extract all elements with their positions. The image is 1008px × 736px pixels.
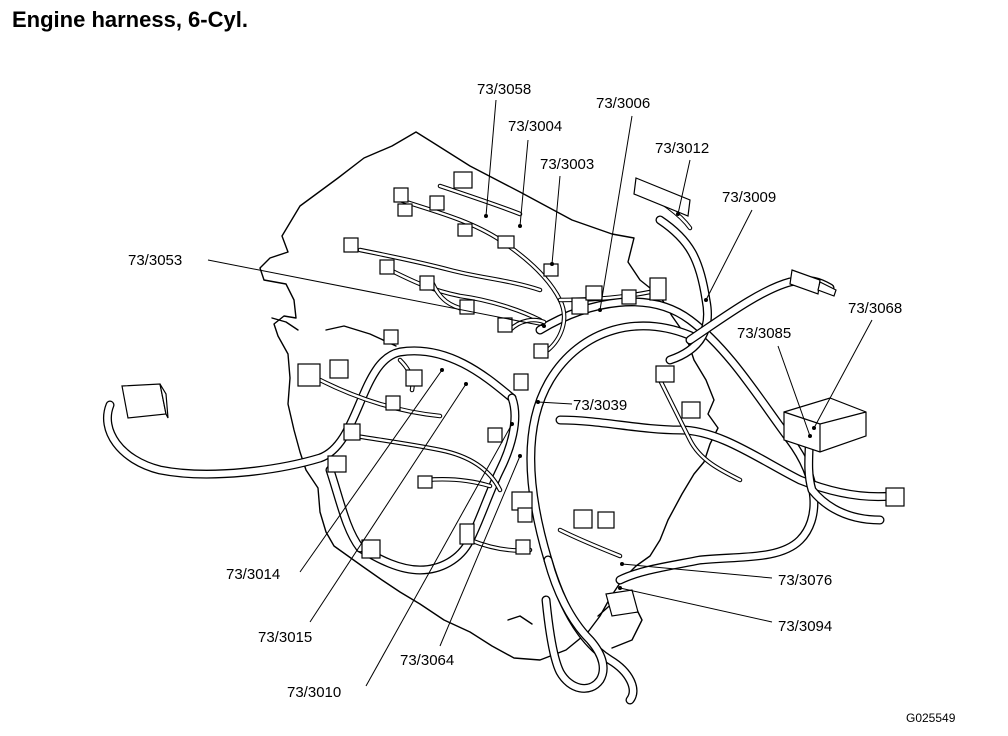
callout-73-3009: 73/3009 <box>722 189 776 206</box>
callout-73-3012: 73/3012 <box>655 140 709 157</box>
callout-73-3015: 73/3015 <box>258 629 312 646</box>
harness-trunks <box>102 215 897 705</box>
callout-73-3068: 73/3068 <box>848 300 902 317</box>
page-title: Engine harness, 6-Cyl. <box>12 7 248 32</box>
callout-73-3094: 73/3094 <box>778 618 832 635</box>
leader-lines <box>207 99 873 687</box>
engine-block-outline <box>259 131 719 661</box>
callout-73-3010: 73/3010 <box>287 684 341 701</box>
connectors <box>121 171 905 617</box>
callout-73-3039: 73/3039 <box>573 397 627 414</box>
callout-73-3003: 73/3003 <box>540 156 594 173</box>
figure-id: G025549 <box>906 711 956 725</box>
callout-73-3064: 73/3064 <box>400 652 454 669</box>
callout-73-3004: 73/3004 <box>508 118 562 135</box>
callout-73-3053: 73/3053 <box>128 252 182 269</box>
callout-73-3076: 73/3076 <box>778 572 832 589</box>
callout-73-3058: 73/3058 <box>477 81 531 98</box>
callout-labels: 73/3058 73/3006 73/3004 73/3012 73/3003 … <box>128 81 902 701</box>
callout-73-3085: 73/3085 <box>737 325 791 342</box>
callout-73-3006: 73/3006 <box>596 95 650 112</box>
callout-73-3014: 73/3014 <box>226 566 280 583</box>
